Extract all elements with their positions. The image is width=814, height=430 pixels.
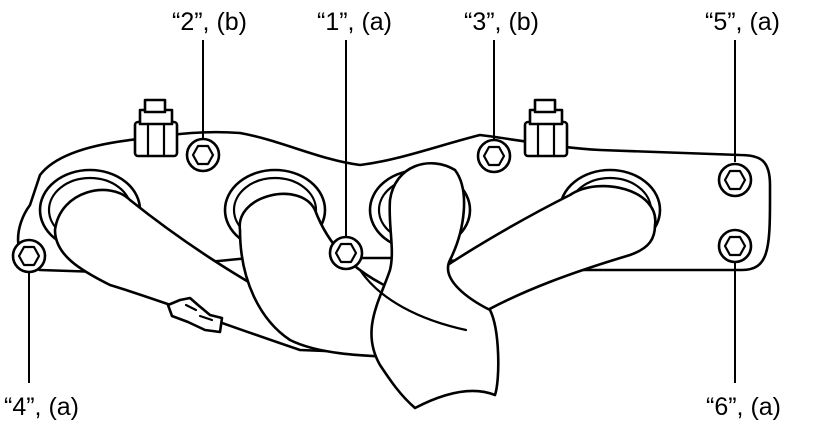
label-bolt-6: “6”, (a) xyxy=(706,393,781,421)
bracket-left xyxy=(133,98,179,158)
bolt-6-icon xyxy=(717,228,753,264)
bolt-3-icon xyxy=(476,138,512,174)
label-bolt-3: “3”, (b) xyxy=(464,8,539,36)
label-bolt-1: “1”, (a) xyxy=(317,8,392,36)
label-bolt-4: “4”, (a) xyxy=(4,393,79,421)
runner-tab xyxy=(166,296,224,334)
collector-outlet xyxy=(370,162,500,410)
bolt-1-icon xyxy=(328,235,364,271)
label-bolt-5: “5”, (a) xyxy=(705,8,780,36)
bolt-2-icon xyxy=(185,137,221,173)
bolt-5-icon xyxy=(717,162,753,198)
leader-lines xyxy=(28,40,736,383)
label-bolt-2: “2”, (b) xyxy=(172,8,247,36)
bolt-4-icon xyxy=(11,238,47,274)
bracket-right xyxy=(523,98,569,158)
